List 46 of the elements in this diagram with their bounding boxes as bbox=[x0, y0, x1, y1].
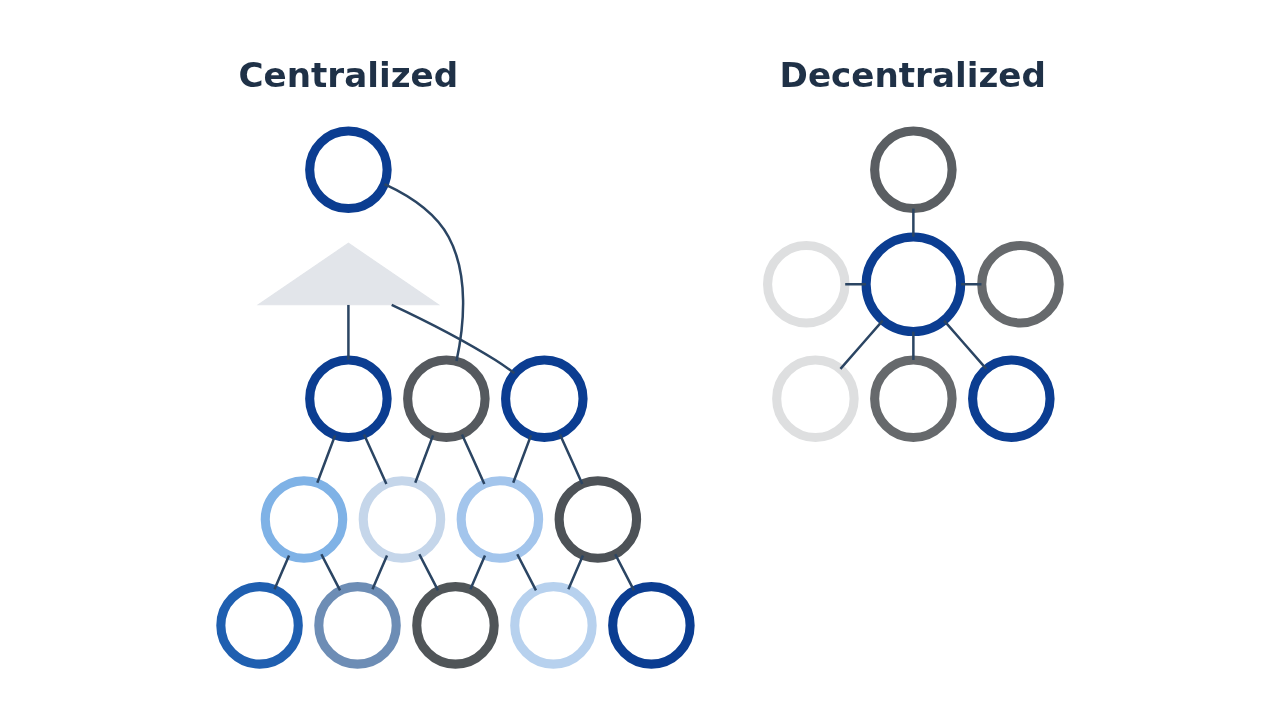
node-circle bbox=[763, 240, 850, 328]
node-circle bbox=[968, 355, 1055, 442]
node-circle bbox=[608, 582, 695, 669]
connector bbox=[516, 553, 538, 591]
connector bbox=[383, 183, 465, 362]
node-circle bbox=[456, 476, 544, 563]
connector bbox=[839, 319, 884, 370]
connector bbox=[558, 433, 584, 485]
node-circle bbox=[403, 355, 490, 442]
node-circle bbox=[305, 126, 392, 214]
connector bbox=[273, 554, 291, 590]
node-circle bbox=[510, 582, 597, 669]
node-circle bbox=[977, 240, 1064, 328]
connector bbox=[845, 283, 866, 286]
node-circle bbox=[358, 476, 446, 563]
connector bbox=[912, 208, 915, 237]
connector bbox=[418, 553, 440, 591]
connector bbox=[961, 283, 982, 286]
connector bbox=[912, 331, 915, 360]
connector bbox=[316, 434, 337, 484]
label: Decentralized bbox=[779, 54, 1046, 95]
node-circle bbox=[772, 355, 859, 442]
connector bbox=[320, 553, 342, 591]
connector bbox=[943, 319, 988, 370]
node-circle bbox=[870, 355, 957, 442]
connector bbox=[362, 433, 388, 485]
node-circle bbox=[861, 232, 966, 337]
node-circle bbox=[260, 476, 348, 563]
connector bbox=[391, 303, 516, 375]
node-circle bbox=[870, 126, 957, 214]
connector bbox=[371, 554, 389, 590]
connector bbox=[614, 553, 636, 591]
connector bbox=[512, 434, 533, 484]
node-circle bbox=[305, 355, 392, 442]
label: Centralized bbox=[238, 54, 459, 95]
connector bbox=[567, 554, 585, 590]
connector bbox=[460, 433, 486, 485]
connector bbox=[469, 554, 487, 590]
connector bbox=[414, 434, 435, 484]
connector bbox=[347, 304, 350, 360]
node-circle bbox=[501, 355, 588, 442]
node-triangle bbox=[256, 242, 441, 306]
node-circle bbox=[216, 582, 303, 669]
node-circle bbox=[314, 582, 401, 669]
node-circle bbox=[412, 582, 499, 669]
node-circle bbox=[554, 476, 642, 563]
